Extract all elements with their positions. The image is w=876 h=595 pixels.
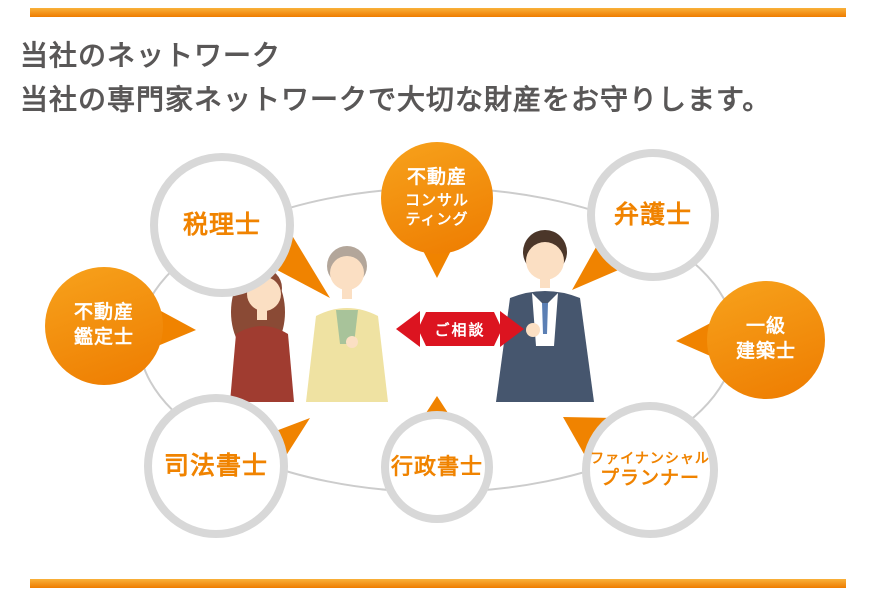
tail-lawyer-icon [572, 240, 630, 290]
node-label: 一級 [745, 316, 786, 338]
node-label: 行政書士 [390, 453, 483, 479]
node-judicial-scrivener: 司法書士 [144, 394, 288, 538]
page-title: 当社のネットワーク 当社の専門家ネットワークで大切な財産をお守りします。 [20, 34, 771, 122]
client-woman-back [306, 246, 388, 402]
node-tax-accountant: 税理士 [150, 153, 294, 297]
expert-man [496, 230, 594, 402]
node-label: ファイナンシャル [590, 449, 710, 466]
consultation-banner: ご相談 [396, 311, 524, 347]
consult-ribbon [418, 312, 502, 346]
consult-label: ご相談 [434, 321, 485, 339]
node-label: 鑑定士 [73, 327, 134, 348]
node-real-estate-consulting: 不動産 コンサル ティング [381, 142, 493, 254]
node-label: 税理士 [182, 210, 261, 239]
top-border-bar [30, 8, 846, 17]
node-label: 弁護士 [613, 200, 692, 229]
node-label: 不動産 [73, 302, 134, 324]
consultation-illustration [230, 230, 594, 402]
node-lawyer: 弁護士 [587, 149, 719, 281]
node-label: コンサル [404, 191, 469, 209]
arrow-left-icon [396, 311, 420, 347]
node-label: プランナー [599, 467, 700, 489]
title-line-2: 当社の専門家ネットワークで大切な財産をお守りします。 [20, 84, 772, 115]
node-financial-planner: ファイナンシャル プランナー [582, 402, 718, 538]
node-label: 建築士 [735, 341, 796, 362]
title-line-1: 当社のネットワーク [20, 40, 282, 71]
arrow-right-icon [500, 311, 524, 347]
node-real-estate-appraiser: 不動産 鑑定士 [45, 267, 163, 385]
node-label: 司法書士 [163, 451, 268, 480]
node-label: ティング [405, 211, 469, 229]
bottom-border-bar [30, 579, 846, 588]
node-label: 不動産 [406, 167, 467, 189]
node-first-class-architect: 一級 建築士 [707, 281, 825, 399]
node-administrative-scrivener: 行政書士 [381, 411, 493, 523]
